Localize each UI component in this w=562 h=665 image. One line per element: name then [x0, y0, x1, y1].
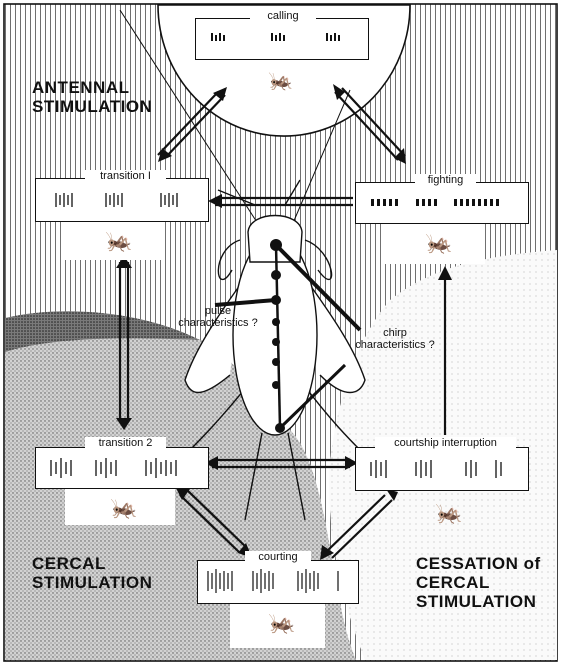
- fighting-waveform: [371, 199, 499, 206]
- calling-label: calling: [250, 10, 316, 22]
- pulse-pointer: [214, 298, 277, 307]
- cercal-line1: CERCAL: [32, 554, 106, 573]
- antennal-line1: ANTENNAL: [32, 78, 130, 97]
- courtship-interruption-waveform: [370, 460, 502, 478]
- courtship-interruption-cricket-icon: 🦗: [435, 500, 463, 525]
- antennal-line2: STIMULATION: [32, 97, 153, 116]
- cessation-line1: CESSATION of: [416, 554, 541, 573]
- transition-arrows: [118, 87, 447, 559]
- courting-box: [197, 560, 359, 604]
- transition2-label: transition 2: [85, 437, 166, 449]
- nerve-line: [274, 244, 282, 429]
- chirp-line1: chirp: [383, 327, 407, 339]
- fighting-box: [355, 182, 529, 224]
- calling-waveform: [211, 33, 340, 41]
- cercal-line2: STIMULATION: [32, 573, 153, 592]
- transition1-cricket-icon: 🦗: [105, 228, 133, 253]
- fighting-cricket-panel: [385, 224, 485, 264]
- cessation-label: CESSATION of CERCAL STIMULATION: [416, 554, 541, 611]
- chirp-annotation: chirp characteristics ?: [345, 327, 445, 351]
- transition2-cricket-panel: [65, 489, 175, 525]
- cessation-line3: STIMULATION: [416, 592, 537, 611]
- courting-label: courting: [245, 551, 311, 563]
- arrow-heads: [116, 84, 452, 560]
- calling-box: [195, 18, 369, 60]
- pulse-line1: pulse: [204, 305, 232, 317]
- cessation-line2: CERCAL: [416, 573, 490, 592]
- dark-hill: [5, 311, 200, 352]
- transition1-label: transition I: [85, 170, 166, 182]
- courting-waveform: [207, 569, 339, 593]
- chirp-pointer: [274, 243, 362, 332]
- antennal-stimulation-label: ANTENNAL STIMULATION: [32, 78, 152, 116]
- pulse-line2: characteristics ?: [178, 317, 258, 329]
- transition1-cricket-panel: [65, 222, 165, 260]
- calling-cricket-icon: 🦗: [268, 70, 293, 92]
- cricket-body: [119, 9, 366, 521]
- courting-cricket-icon: 🦗: [268, 610, 296, 635]
- pulse-annotation: pulse characteristics ?: [168, 305, 268, 329]
- courtship-interruption-box: [355, 447, 529, 491]
- courting-cricket-panel: [230, 604, 325, 648]
- transition1-box: [35, 178, 209, 222]
- transition2-cricket-icon: 🦗: [110, 495, 138, 520]
- transition1-waveform: [55, 193, 178, 207]
- cercal-pointer: [278, 363, 347, 430]
- fighting-label: fighting: [415, 174, 476, 186]
- courtship-interruption-label: courtship interruption: [375, 437, 516, 449]
- transition2-box: [35, 447, 209, 489]
- cercal-stimulation-label: CERCAL STIMULATION: [32, 554, 152, 592]
- fighting-cricket-icon: 🦗: [425, 230, 453, 255]
- chirp-line2: characteristics ?: [355, 339, 435, 351]
- transition2-waveform: [50, 458, 177, 478]
